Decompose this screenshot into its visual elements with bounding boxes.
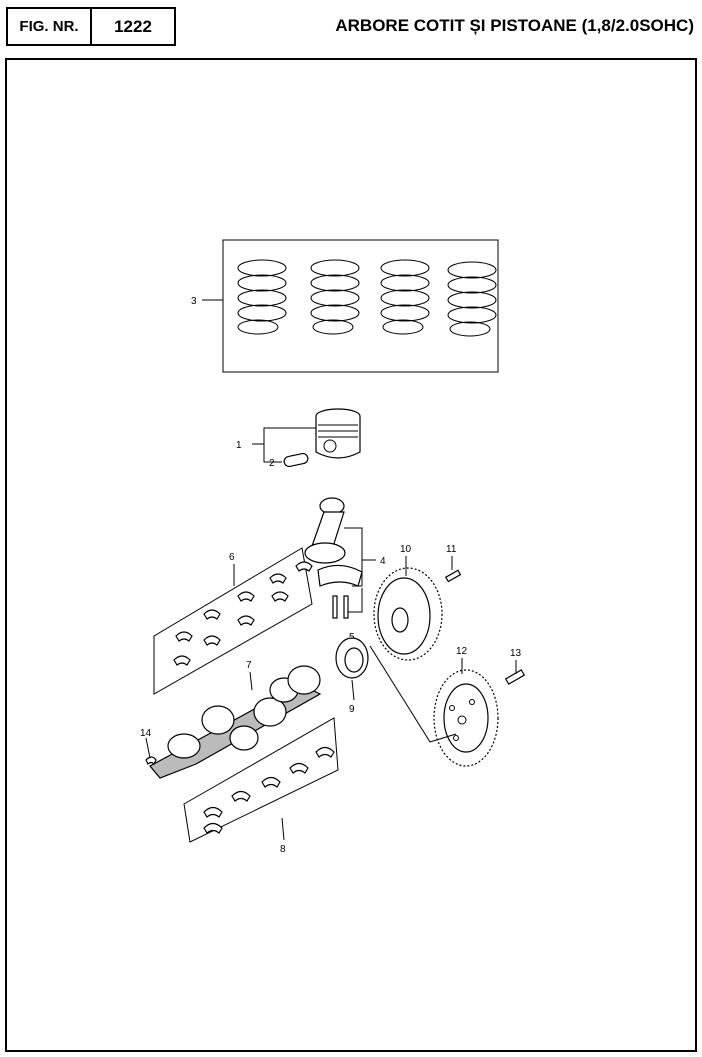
callout-8: 8 <box>280 844 286 855</box>
piston-ring-frame <box>222 239 499 373</box>
connecting-rod: 4 5 <box>304 497 386 643</box>
callout-11: 11 <box>446 544 457 555</box>
flywheel: 10 11 <box>373 544 462 661</box>
figure-number-box: FIG. NR. 1222 <box>6 7 176 46</box>
callout-3: 3 <box>191 296 197 307</box>
callout-7: 7 <box>246 660 252 671</box>
piston-ring-set-1 <box>237 259 287 335</box>
piston-ring-set-4 <box>447 261 497 337</box>
crankshaft: 7 14 <box>140 660 322 779</box>
figure-number-value: 1222 <box>114 16 152 36</box>
callout-10: 10 <box>400 544 412 555</box>
figure-number-label: FIG. NR. <box>8 9 92 44</box>
callout-2: 2 <box>269 458 275 469</box>
callout-14: 14 <box>140 728 152 739</box>
callout-6: 6 <box>229 552 235 563</box>
piston-assembly: 1 2 <box>236 408 361 469</box>
main-bearing-set: 8 <box>183 717 339 855</box>
callout-9: 9 <box>349 704 355 715</box>
drive-plate: 12 13 <box>433 646 526 767</box>
callout-1: 1 <box>236 440 242 451</box>
piston-pin <box>283 452 309 468</box>
flywheel-bolt <box>444 569 462 583</box>
callout-13: 13 <box>510 648 522 659</box>
rear-oil-seal: 9 <box>335 637 369 715</box>
drive-plate-bolt <box>504 669 526 685</box>
crank-key <box>145 756 157 766</box>
page-title: ARBORE COTIT ȘI PISTOANE (1,8/2.0SOHC) <box>335 16 694 35</box>
diagram-frame <box>5 58 697 1052</box>
piston-ring-set-2 <box>310 259 360 335</box>
callout-12: 12 <box>456 646 468 657</box>
piston-ring-group: 3 <box>191 239 499 373</box>
callout-4: 4 <box>380 556 386 567</box>
rod-bearing-set: 6 <box>153 547 313 695</box>
piston-ring-set-3 <box>380 259 430 335</box>
